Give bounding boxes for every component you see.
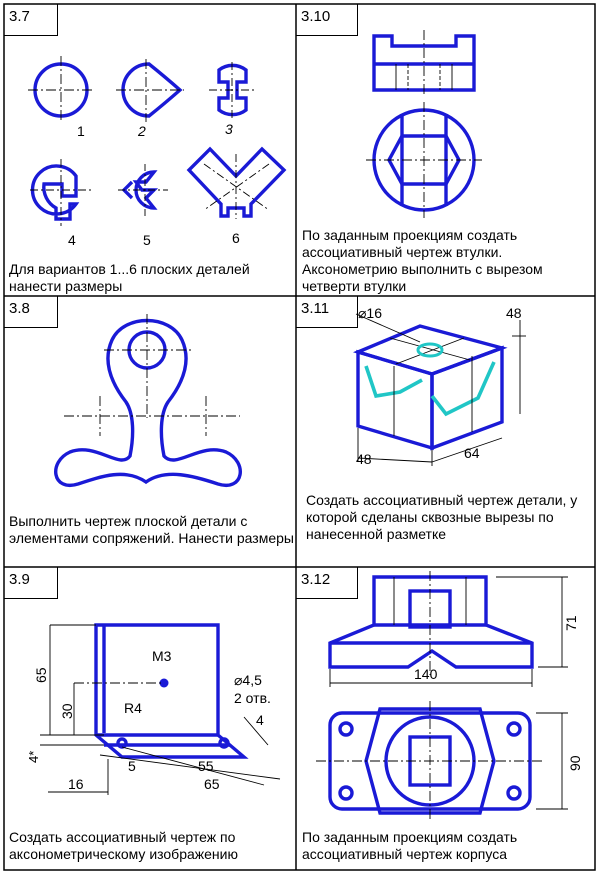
- dim-4-star: 4*: [26, 751, 41, 763]
- part-label-5: 5: [143, 232, 151, 248]
- panel-3-12: 3.12: [296, 567, 595, 870]
- dim-l64: 64: [464, 445, 480, 461]
- task-caption: Выполнить чертеж плоской детали с элемен…: [9, 513, 294, 546]
- panel-number: 3.9: [4, 567, 58, 599]
- flat-part-drawing: [54, 314, 242, 488]
- dim-h48: 48: [506, 305, 522, 321]
- part-label-2: 2: [138, 123, 146, 139]
- panel-number: 3.10: [296, 4, 358, 36]
- dim-r4: R4: [124, 700, 142, 716]
- panel-3-11: 3.11 ⌀16: [296, 296, 595, 567]
- flat-parts-drawing: [28, 56, 287, 226]
- front-view: [328, 571, 534, 675]
- part-label-1: 1: [77, 123, 85, 139]
- task-caption: Создать ассоциативный чертеж детали, у к…: [306, 492, 578, 542]
- dim-65: 65: [33, 667, 49, 683]
- dimension-lines: [40, 624, 281, 795]
- dim-30: 30: [59, 703, 75, 719]
- dim-hole: ⌀4,5: [234, 672, 262, 688]
- part-5: [118, 164, 168, 216]
- task-caption: По заданным проекциям создать ассоциатив…: [302, 829, 518, 862]
- dim-5: 5: [128, 758, 136, 774]
- panel-3-9: 3.9: [4, 567, 296, 870]
- dimension-lines: [355, 313, 526, 466]
- dim-65-bottom: 65: [204, 776, 220, 792]
- top-view: [316, 701, 544, 821]
- dim-71: 71: [563, 615, 579, 631]
- part-4: [30, 159, 92, 226]
- bracket-body: [94, 623, 249, 759]
- task-caption: По заданным проекциям создать ассоциатив…: [302, 227, 543, 294]
- part-1: [28, 56, 94, 122]
- part-label-3: 3: [225, 121, 233, 137]
- dim-55: 55: [198, 758, 214, 774]
- dim-4: 4: [256, 712, 264, 728]
- angle-bracket-isometric: M3 65 30 R4 ⌀4,5 2 отв. 4 4* 5 55 65 16: [26, 623, 281, 795]
- part-2: [116, 59, 184, 122]
- part-label-4: 4: [68, 232, 76, 248]
- block-body: [352, 324, 508, 451]
- dim-16: 16: [68, 776, 84, 792]
- panel-number: 3.12: [296, 567, 358, 599]
- front-view: [372, 30, 476, 96]
- dim-holes: 2 отв.: [234, 690, 271, 706]
- part-6: [186, 146, 287, 219]
- block-isometric: ⌀16 48 48 64: [352, 305, 526, 467]
- dim-w48: 48: [356, 451, 372, 467]
- part-3: [209, 62, 256, 118]
- task-caption: Для вариантов 1...6 плоских деталей нане…: [9, 261, 250, 294]
- dim-thread: M3: [152, 648, 172, 664]
- panel-number: 3.8: [4, 296, 58, 328]
- panel-3-8: 3.8 Выполнить чертеж плоской детали с эл…: [4, 296, 296, 567]
- bushing-projections: [366, 30, 482, 218]
- task-caption: Создать ассоциативный чертеж по аксономе…: [9, 829, 238, 862]
- top-view: [366, 102, 482, 218]
- panel-number: 3.11: [296, 296, 358, 328]
- panel-3-7: 3.7: [4, 4, 296, 296]
- part-label-6: 6: [232, 230, 240, 246]
- panel-3-10: 3.10 По заданным проекциям создать ассоц…: [296, 4, 595, 296]
- panel-number: 3.7: [4, 4, 58, 36]
- dim-90: 90: [567, 755, 583, 771]
- dim-140: 140: [414, 666, 438, 682]
- dim-d16: ⌀16: [358, 305, 382, 321]
- housing-projections: 71 140 90: [316, 571, 583, 821]
- dimension-lines: [329, 576, 568, 810]
